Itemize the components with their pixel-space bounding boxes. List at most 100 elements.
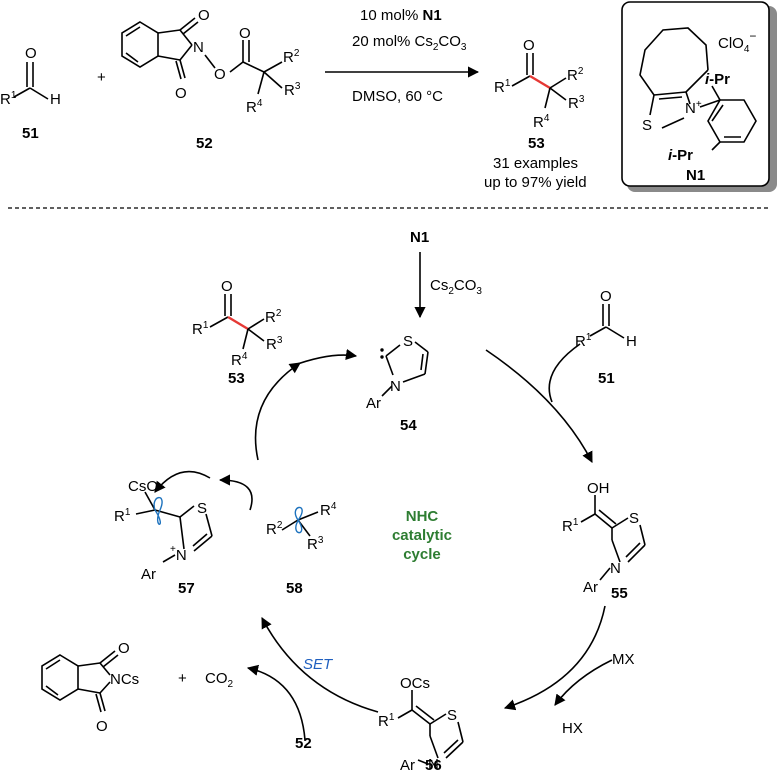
mx-label: MX	[612, 651, 635, 668]
radical-58-r2: R2	[266, 520, 283, 538]
radical-transfer-arrow	[154, 470, 211, 493]
enolate-56-r1: R1	[378, 712, 395, 730]
intermediate-57-nitrogen: +N	[170, 544, 187, 564]
product-r4-label: R4	[533, 113, 550, 131]
catalyst-iPr-bottom: i-Pr	[668, 147, 693, 164]
intermediate-label-55: 55	[611, 585, 628, 602]
ester-oxygen-link: O	[214, 66, 226, 83]
cycle-product-r4: R4	[231, 351, 248, 369]
breslow-55-structure	[580, 495, 646, 581]
carbene-sulfur: S	[403, 333, 413, 350]
intermediate-57-cso: CsO	[128, 478, 158, 495]
cycle-product-r2: R2	[265, 308, 282, 326]
set-label: SET	[303, 656, 334, 673]
ester-nitrogen: N	[193, 39, 204, 56]
ester-r3-label: R3	[284, 81, 301, 99]
product-r3-label: R3	[568, 94, 585, 112]
ester-r4-label: R4	[246, 98, 263, 116]
intermediate-label-56: 56	[425, 757, 442, 773]
radical-orbital-57	[153, 496, 163, 525]
product-53-cycle-structure	[209, 294, 265, 350]
ester-oxygen-top: O	[198, 7, 210, 24]
cycle-arrow-54-to-55	[485, 349, 593, 463]
scope-examples: 31 examples	[493, 155, 578, 172]
compound-label-53: 53	[528, 135, 545, 152]
radical-recombination-arrow	[218, 474, 253, 511]
product-53-structure	[511, 53, 567, 109]
catalyst-iPr-top: i-Pr	[705, 71, 730, 88]
cycle-center-line-3: cycle	[403, 546, 441, 563]
compound-label-52: 52	[196, 135, 213, 152]
breslow-nitrogen: N	[610, 560, 621, 577]
cycle-aldehyde-h: H	[626, 333, 637, 350]
aldehyde-entry-arrow	[548, 343, 581, 403]
enolate-56-ocs: OCs	[400, 675, 430, 692]
base-label: Cs2CO3	[430, 277, 482, 297]
plus-sign: +	[97, 69, 106, 86]
cycle-product-r3: R3	[266, 335, 283, 353]
cycle-aldehyde-oxygen: O	[600, 288, 612, 305]
radical-58-r3: R3	[307, 535, 324, 553]
carbene-nitrogen: N	[390, 378, 401, 395]
reagent-base: 20 mol% Cs2CO3	[352, 33, 467, 53]
phthalimide-ncs: NCs	[110, 671, 139, 688]
cycle-aldehyde-label-51: 51	[598, 370, 615, 387]
side-co2: CO2	[205, 670, 234, 690]
breslow-oh: OH	[587, 480, 610, 497]
cycle-arrow-57-to-53	[254, 362, 301, 461]
cycle-center-line-2: catalytic	[392, 527, 452, 544]
carbene-aryl: Ar	[366, 395, 381, 412]
breslow-r1: R1	[562, 517, 579, 535]
catalyst-sulfur: S	[642, 117, 652, 134]
ester-r2-label: R2	[283, 48, 300, 66]
carbene-lone-pair-dot	[380, 355, 384, 359]
radical-58-r4: R4	[320, 501, 337, 519]
enolate-56-nitrogen: N	[428, 756, 439, 773]
breslow-sulfur: S	[629, 510, 639, 527]
intermediate-label-57: 57	[178, 580, 195, 597]
scope-yield: up to 97% yield	[484, 174, 587, 191]
enolate-56-aryl: Ar	[400, 757, 415, 773]
phthalimide-oxygen-top: O	[118, 640, 130, 657]
mx-hx-arrow	[554, 659, 613, 706]
set-arrow	[246, 664, 306, 741]
carbene-54-structure	[381, 341, 429, 397]
breslow-aryl: Ar	[583, 579, 598, 596]
side-plus: +	[178, 670, 187, 687]
catalyst-label-n1: N1	[686, 167, 705, 184]
aldehyde-r1-label: R1	[0, 90, 17, 108]
cycle-arrow-55-to-56	[503, 605, 606, 711]
phthalimide-cs-structure	[41, 650, 119, 713]
carbene-lone-pair-dot	[380, 348, 384, 352]
cycle-product-oxygen: O	[221, 278, 233, 295]
ester-carbonyl-oxygen: O	[239, 25, 251, 42]
catalyst-box	[621, 1, 777, 192]
product-r1-label: R1	[494, 78, 511, 96]
aldehyde-h-label: H	[50, 91, 61, 108]
cycle-aldehyde-r1: R1	[575, 332, 592, 350]
aldehyde-oxygen-label: O	[25, 45, 37, 62]
hx-label: HX	[562, 720, 583, 737]
catalyst-box-frame	[621, 1, 770, 187]
cycle-arrow-56-to-57	[261, 617, 379, 713]
aldehyde-51-cycle-structure	[589, 304, 625, 339]
cycle-product-label-53: 53	[228, 370, 245, 387]
intermediate-57-r1: R1	[114, 507, 131, 525]
product-oxygen: O	[523, 37, 535, 54]
cycle-ester-label-52: 52	[295, 735, 312, 752]
cycle-center-line-1: NHC	[406, 508, 439, 525]
reagent-catalyst: 10 mol% N1	[360, 7, 442, 24]
cycle-product-r1: R1	[192, 320, 209, 338]
ester-oxygen-bottom: O	[175, 85, 187, 102]
cycle-arrow-to-54	[291, 348, 358, 367]
intermediate-57-aryl: Ar	[141, 566, 156, 583]
phthalimide-oxygen-bottom: O	[96, 718, 108, 735]
cycle-center-label: NHC catalytic cycle	[392, 508, 452, 563]
compound-label-51: 51	[22, 125, 39, 142]
cycle-start-n1: N1	[410, 229, 429, 246]
enolate-56-sulfur: S	[447, 707, 457, 724]
intermediate-57-sulfur: S	[197, 500, 207, 517]
intermediate-label-54: 54	[400, 417, 417, 434]
reaction-conditions: DMSO, 60 °C	[352, 88, 443, 105]
